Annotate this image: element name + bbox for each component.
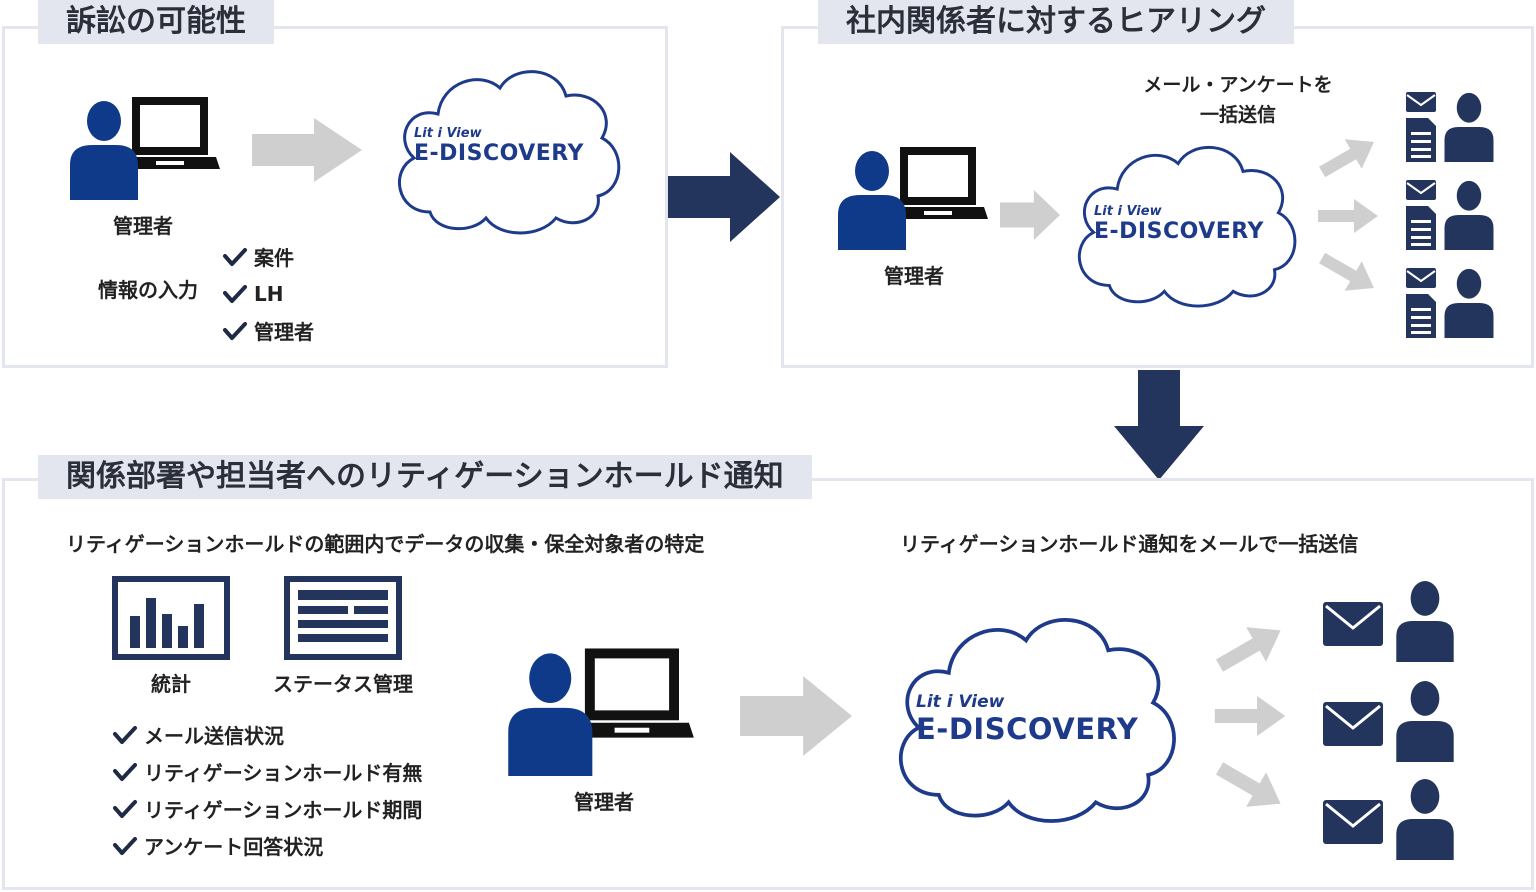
brand-logo: Lit i View E-DISCOVERY [414, 126, 584, 166]
hearing-caption-line1: メール・アンケートを [1143, 74, 1333, 96]
check-icon [112, 836, 138, 856]
check-item: リティゲーションホールド有無 [112, 753, 422, 790]
admin-laptop-icon [508, 646, 694, 776]
admin-label: 管理者 [574, 790, 634, 814]
mail-document-icon [1404, 92, 1438, 162]
mail-document-icon [1404, 268, 1438, 338]
notice-right-caption: リティゲーションホールド通知をメールで一括送信 [900, 532, 1359, 556]
check-icon [112, 799, 138, 819]
check-item: リティゲーションホールド期間 [112, 790, 422, 827]
panel-title-notice: 関係部署や担当者へのリティゲーションホールド通知 [38, 455, 812, 499]
check-icon [222, 284, 248, 304]
person-icon [1394, 680, 1456, 762]
admin-label: 管理者 [113, 214, 173, 238]
person-icon [1442, 180, 1496, 250]
check-item: アンケート回答状況 [112, 827, 422, 864]
check-icon [112, 725, 138, 745]
status-label: ステータス管理 [273, 672, 413, 696]
flow-arrow-right-icon [668, 152, 780, 242]
panel-title-hearing: 社内関係者に対するヒアリング [818, 0, 1294, 44]
brand-logo: Lit i View E-DISCOVERY [916, 692, 1138, 746]
mail-icon [1322, 602, 1384, 646]
notice-check-list: メール送信状況 リティゲーションホールド有無 リティゲーションホールド期間 アン… [112, 716, 422, 864]
check-item: 案件 [222, 238, 314, 275]
person-icon [1442, 92, 1496, 162]
admin-laptop-icon [70, 95, 220, 200]
panel-title-lawsuit: 訴訟の可能性 [38, 0, 274, 44]
brand-small-text: Lit i View [916, 692, 1005, 712]
stats-label: 統計 [151, 672, 191, 696]
admin-label: 管理者 [884, 264, 944, 288]
arrow-right-icon [1214, 696, 1286, 736]
arrow-right-icon [1000, 190, 1060, 240]
check-item: LH [222, 275, 314, 312]
brand-big-text: E-DISCOVERY [414, 141, 584, 166]
brand-small-text: Lit i View [1094, 204, 1162, 219]
arrow-right-icon [1318, 199, 1378, 233]
mail-icon [1322, 800, 1384, 844]
status-list-icon [284, 576, 402, 660]
mail-icon [1322, 702, 1384, 746]
panel-notice [2, 478, 1534, 890]
person-icon [1442, 268, 1496, 338]
brand-big-text: E-DISCOVERY [916, 712, 1139, 746]
check-icon [112, 762, 138, 782]
admin-laptop-icon [838, 145, 988, 250]
input-label: 情報の入力 [98, 278, 198, 302]
arrow-right-icon [252, 118, 362, 182]
notice-left-caption: リティゲーションホールドの範囲内でデータの収集・保全対象者の特定 [66, 532, 705, 556]
arrow-right-icon [740, 676, 852, 756]
hearing-caption-line2: 一括送信 [1199, 104, 1277, 126]
check-item: 管理者 [222, 312, 314, 349]
brand-logo: Lit i View E-DISCOVERY [1094, 204, 1264, 244]
brand-big-text: E-DISCOVERY [1094, 219, 1264, 244]
brand-small-text: Lit i View [414, 126, 482, 141]
flow-arrow-down-icon [1114, 370, 1204, 480]
check-item: メール送信状況 [112, 716, 422, 753]
person-icon [1394, 580, 1456, 662]
check-icon [222, 247, 248, 267]
input-check-list: 案件 LH 管理者 [222, 238, 314, 349]
person-icon [1394, 778, 1456, 860]
check-icon [222, 321, 248, 341]
mail-document-icon [1404, 180, 1438, 250]
bar-chart-icon [112, 576, 230, 660]
